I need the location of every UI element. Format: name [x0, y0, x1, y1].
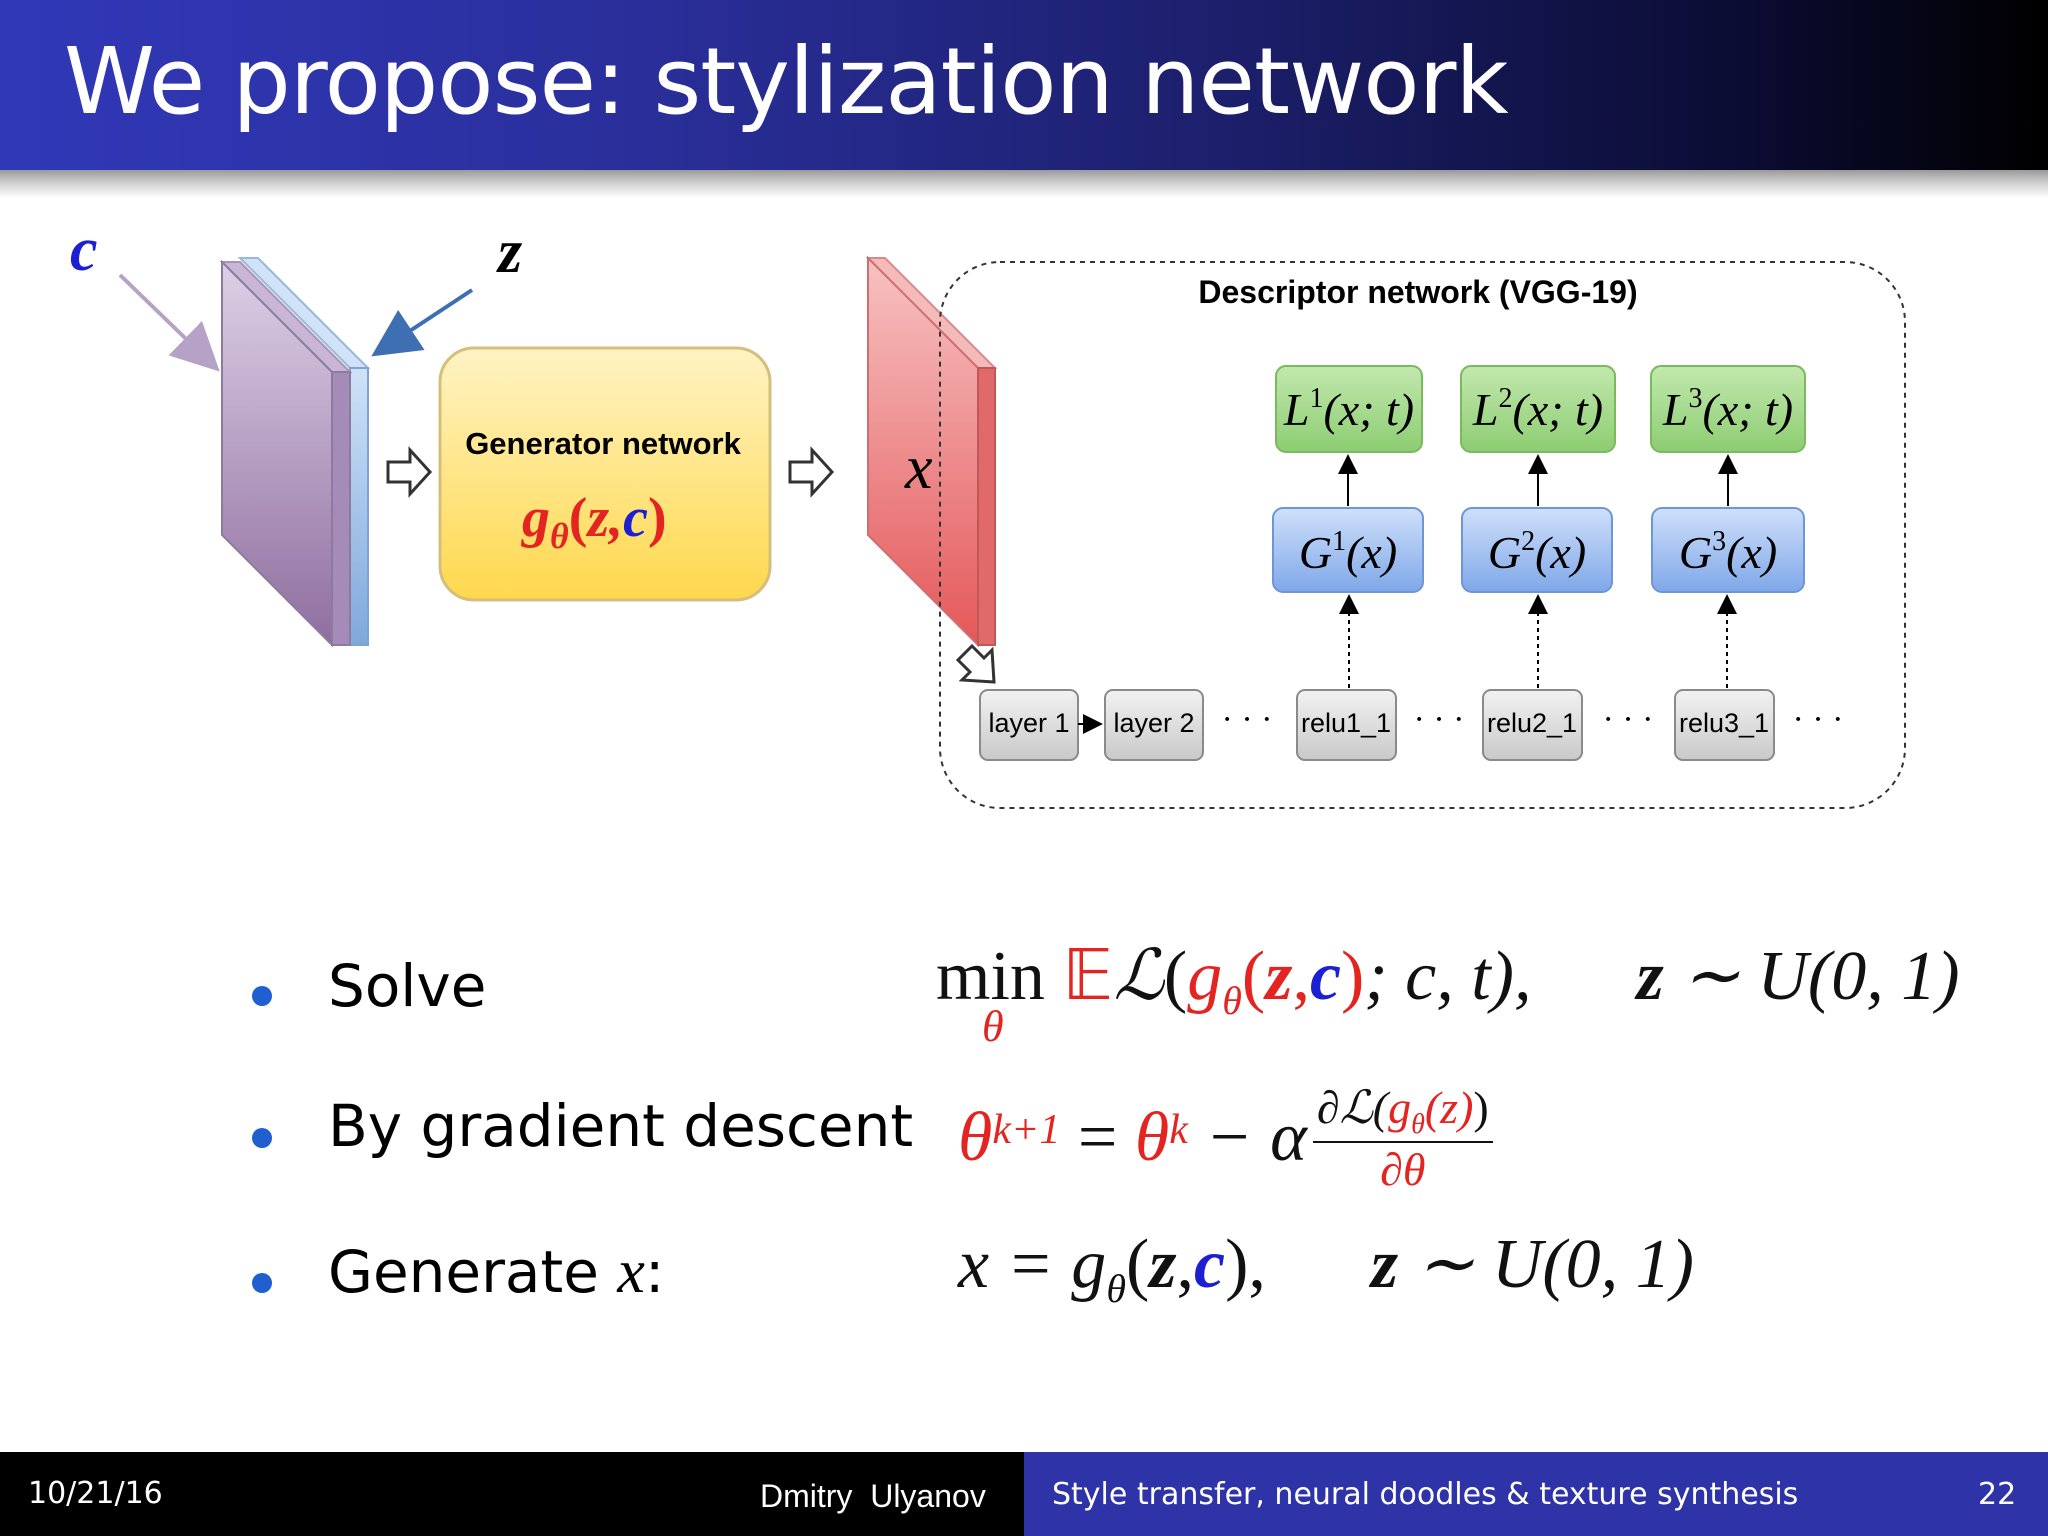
layer-box-relu3: relu3_1 — [1674, 689, 1775, 761]
gram-box-1: G1(x) — [1272, 507, 1424, 593]
input-c-label: c — [70, 216, 98, 284]
ellipsis-1: · · · — [1222, 701, 1273, 738]
descriptor-network-box — [939, 261, 1906, 809]
bullet-solve: Solve — [0, 940, 2048, 1040]
generator-box — [438, 346, 772, 602]
svg-text:G3(x): G3(x) — [1679, 526, 1777, 578]
loss-box-1: L1(x; t) — [1275, 365, 1423, 453]
svg-text:G2(x): G2(x) — [1488, 526, 1586, 578]
ellipsis-3: · · · — [1603, 701, 1654, 738]
generator-title: Generator network — [465, 426, 741, 461]
flow-arrow-3 — [955, 643, 996, 684]
layer-box-2: layer 2 — [1104, 689, 1204, 761]
bullet-label-solve: Solve — [328, 952, 487, 1020]
footer-talk-title: Style transfer, neural doodles & texture… — [1052, 1477, 1799, 1512]
bullet-dot — [252, 1128, 272, 1148]
title-bar — [0, 0, 2048, 170]
stylization-diagram: c z Generator network gθ(z,c) x Descript… — [70, 216, 1906, 809]
z-arrow — [371, 288, 474, 357]
bullet-label-gradient: By gradient descent — [328, 1092, 914, 1160]
svg-text:relu2_1: relu2_1 — [1487, 708, 1577, 738]
svg-text:G1(x): G1(x) — [1299, 526, 1397, 578]
gram-box-3: G3(x) — [1651, 507, 1805, 593]
output-tensor — [865, 255, 998, 648]
footer-page-number: 22 — [1978, 1477, 2017, 1512]
footer-author: Dmitry Ulyanov — [760, 1478, 986, 1514]
c-arrow — [118, 273, 220, 372]
ellipsis-2: · · · — [1414, 701, 1465, 738]
output-x-label: x — [904, 434, 933, 502]
loss-box-2: L2(x; t) — [1460, 365, 1616, 453]
generator-formula: gθ(z,c) — [520, 487, 667, 556]
svg-text:L3(x; t): L3(x; t) — [1662, 383, 1793, 435]
ellipsis-4: · · · — [1793, 701, 1844, 738]
layer-box-1: layer 1 — [979, 689, 1079, 761]
bullet-label-generate: Generate x: — [328, 1238, 665, 1306]
loss-box-3: L3(x; t) — [1650, 365, 1806, 453]
formula-solve: min θ 𝔼ℒ(gθ(z,c); c, t), z ∼ U(0, 1) — [936, 938, 1960, 1051]
flow-arrow-1 — [386, 446, 433, 498]
bullet-gradient: By gradient descent — [0, 1080, 2048, 1180]
bullet-dot — [252, 986, 272, 1006]
svg-text:L1(x; t): L1(x; t) — [1283, 383, 1414, 435]
svg-text:L2(x; t): L2(x; t) — [1472, 383, 1603, 435]
gram-box-2: G2(x) — [1461, 507, 1613, 593]
input-z-label: z — [496, 218, 522, 286]
layer-box-relu2: relu2_1 — [1482, 689, 1583, 761]
footer-right — [1024, 1452, 2048, 1536]
svg-text:layer 2: layer 2 — [1113, 708, 1194, 738]
svg-text:relu3_1: relu3_1 — [1679, 708, 1769, 738]
formula-generate: x = gθ(z,c), z ∼ U(0, 1) — [958, 1226, 1694, 1311]
svg-text:relu1_1: relu1_1 — [1301, 708, 1391, 738]
bullet-generate: Generate x: — [0, 1225, 2048, 1325]
footer-left — [0, 1452, 1024, 1536]
descriptor-title: Descriptor network (VGG-19) — [1198, 274, 1637, 310]
svg-text:layer 1: layer 1 — [988, 708, 1069, 738]
slide-title: We propose: stylization network — [64, 28, 1509, 135]
layer-box-relu1: relu1_1 — [1296, 689, 1397, 761]
title-shadow — [0, 170, 2048, 198]
bullet-dot — [252, 1273, 272, 1293]
input-tensor — [219, 257, 371, 648]
flow-arrow-2 — [788, 446, 835, 498]
footer-date: 10/21/16 — [28, 1476, 163, 1511]
